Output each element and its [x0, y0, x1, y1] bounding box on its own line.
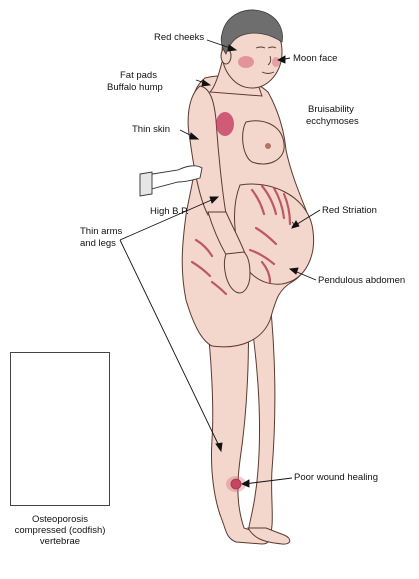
wound-lesion — [230, 478, 242, 490]
patient-figure — [181, 15, 314, 545]
label-pendulous-abdomen: Pendulous abdomen — [318, 275, 406, 286]
wound-inflammation — [226, 476, 246, 492]
osteoporosis-caption: Osteoporosis compressed (codfish) verteb… — [8, 514, 112, 547]
label-high-bp: High B.P. — [150, 206, 189, 217]
label-ecchymoses: ecchymoses — [306, 116, 359, 127]
front-leg — [204, 299, 270, 545]
ecchymosis-bruise — [216, 112, 234, 136]
red-striae — [190, 184, 292, 296]
label-poor-wound-healing: Poor wound healing — [294, 472, 378, 483]
back-foot — [247, 527, 291, 545]
label-moon-face: Moon face — [293, 53, 338, 64]
label-bruisability: Bruisability — [308, 104, 354, 115]
caption-line-2: compressed (codfish) — [14, 525, 106, 536]
hair — [220, 9, 283, 55]
leader-lines — [119, 39, 321, 488]
label-fat-pads: Fat pads — [120, 70, 157, 81]
label-buffalo-hump: Buffalo hump — [107, 82, 163, 93]
label-red-striation: Red Striation — [322, 205, 377, 216]
label-thin-skin: Thin skin — [132, 124, 171, 135]
red-cheek-left — [238, 56, 254, 68]
breast — [242, 120, 285, 165]
osteoporosis-inset-frame — [10, 352, 110, 506]
label-thin-arms: Thin arms — [80, 226, 123, 237]
hand — [223, 251, 251, 294]
examiner-hand — [139, 165, 203, 197]
label-and-legs: and legs — [80, 238, 116, 249]
nipple — [265, 143, 271, 149]
red-cheek-right — [272, 57, 280, 67]
caption-line-3: vertebrae — [39, 536, 81, 547]
face-features — [255, 46, 277, 74]
caption-line-1: Osteoporosis — [32, 514, 88, 525]
label-red-cheeks: Red cheeks — [154, 32, 205, 43]
